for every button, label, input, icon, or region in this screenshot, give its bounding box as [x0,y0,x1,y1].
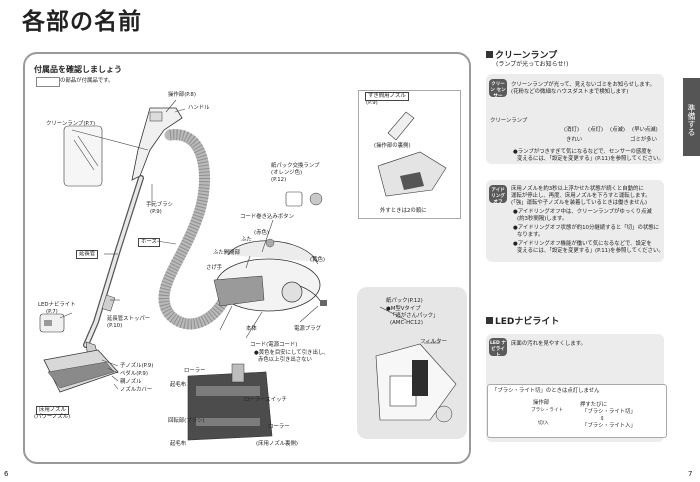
floor-nozzle-label: 床用ノズル [36,406,69,415]
idling-off-badge: アイドリング オフ [489,185,507,205]
switch-col1-sub: ブラシ・ライト [531,408,564,413]
page-number-left: 6 [4,470,9,478]
led-desc: 床面の汚れを見やすくします。 [511,341,586,347]
intake-label-2: 起毛布 [170,441,187,447]
body-label: 本体 [246,326,257,332]
led-navi-ref: (P.7) [46,309,58,315]
switch-col1: 操作部 [533,400,550,406]
yellow-mark-label: (黄色) [310,257,325,263]
cord-note-2: 赤色以上引き出さない [258,357,312,363]
bag-lamp-color: (オレンジ色) [271,170,303,176]
gap-nozzle-label: すき間用ノズル [365,92,409,101]
brush-back-label: (操作部の裏側) [374,143,411,149]
roller-label-2: ローラー [268,424,290,430]
idling-box [486,180,664,262]
lid-button-label: ふた開閉部 [213,250,240,256]
clean-lamp-box [486,74,664,164]
power-nozzle-label: (パワーノズル) [34,414,71,420]
state-fast-blink: (早い点滅) [632,127,658,133]
brush-light-button[interactable]: 切/入 [538,421,549,426]
grip-label: さげ手 [206,265,223,271]
clean-note-1: ●ランプがつきすぎて気になるなどで、センサーの感度を [513,149,652,155]
gap-nozzle-ref: (P.9) [366,100,378,106]
filter-label: フィルター [420,339,447,345]
bag-model: (AMC-HC12) [390,320,423,326]
led-navi-label: LEDナビライト [38,302,76,308]
idling-desc-1: 床用ノズルを約3秒以上浮かせた状態が続くと自動的に [511,186,644,192]
legend-swatch [36,77,60,87]
led-navi-badge: LED ナビライト [489,338,507,358]
clean-lamp-sub: (ランプが光ってお知らせ!) [496,61,569,68]
page-number-right: 7 [688,470,693,478]
clean-note-2: 変えるには、「設定を変更する」(P.11)を参照してください。 [517,156,664,162]
bag-label: 紙パック(P.12) [386,298,423,304]
led-navi-heading: LEDナビライト [486,317,559,328]
idling-bullet-2b: なります。 [517,232,544,238]
nozzle-back-label: (床用ノズル裏側) [256,441,298,447]
idling-bullet-3a: ●アイドリングオフ機能が働いて気になるなどで、設定を [513,241,652,247]
switch-toggle-arrow: ⇕ [600,416,605,422]
bag-name: 「逃がさんパック」 [390,313,439,319]
pedal-label: ペダル(P.9) [120,371,148,377]
idling-desc-3: (「強」運転や子ノズルを装着しているときは働きません) [511,200,647,206]
idling-bullet-2a: ●アイドリングオフ状態が約10分継続すると「切」の状態に [513,225,660,231]
switch-state-off: 「ブラシ・ライト切」 [582,409,636,415]
nozzle-cover-label: ノズルカバー [120,387,153,393]
idling-bullet-1a: ●アイドリングオフ中は、クリーンランプが゙ゆっくり点滅 [513,209,652,215]
ext-stopper-label: 延長管ストッパー [107,316,151,322]
switch-col2: 押すたびに [580,402,607,408]
extension-label: 延長管 [76,250,99,259]
brush-light-switch-box [487,384,667,438]
state-blink: (点滅) [610,127,625,133]
clean-desc-2: (花粉などの微細なハウスダストまで検知します) [511,89,629,95]
parts-panel [23,52,471,464]
ext-stopper-ref: (P.10) [107,323,123,329]
bag-lamp-ref: (P.12) [271,177,287,183]
cord-button-label: コード巻き込みボタン [240,214,294,220]
clean-sensor-badge: クリーン センサー [489,79,507,99]
roller-label-1: ローラー [184,368,206,374]
hose-label: ホース [138,238,160,247]
red-mark-label: (赤色) [254,230,269,236]
remove-note: 外すときは2の順に [380,208,427,214]
clean-label: きれい [566,137,583,143]
bag-lamp-label: 紙パック交換ランプ [271,163,320,169]
roller-switch-label: ローラースイッチ [244,397,287,403]
cord-label: コード(電源コード) [250,342,298,348]
switch-state-on: 「ブラシ・ライト入」 [582,423,636,429]
hand-brush-label: 手元ブラシ [146,202,173,208]
lid-label: ふた [241,237,252,243]
clean-lamp-heading: クリーンランプ [486,51,557,62]
brush-detail-box [358,90,461,219]
bag-type: ●M型Vタイプ [386,306,421,312]
dirty-label: ゴミが多い [630,137,657,143]
parent-nozzle-label: 親ノズル [120,379,142,385]
cord-note-1: ●黄色を目安にして引き出し、 [254,350,329,356]
state-off: (消灯) [564,127,579,133]
side-tab[interactable]: 準備する [683,78,700,156]
idling-desc-2: 運転が停止し、再度、床用ノズルを下ろすと運転します。 [511,193,651,199]
plug-label: 電源プラグ [294,326,321,332]
clean-lamp-label: クリーンランプ(P.7) [46,121,96,127]
clean-lamp-figure-label: クリーンランプ [490,118,528,124]
hand-brush-ref: (P.9) [150,209,162,215]
idling-bullet-1b: (約3秒間隔)します。 [517,216,568,222]
switch-title: 「ブラシ・ライト切」のときは点灯しません [492,388,600,394]
brush-roll-label: 回転部(ブラシ) [168,418,205,424]
legend-text: の部品が付属品です。 [60,78,114,84]
idling-bullet-3b: 変えるには、「設定を変更する」(P.11)を参照してください。 [517,248,664,254]
control-label: 操作部(P.8) [168,92,196,98]
state-on: (点灯) [588,127,603,133]
page-title: 各部の名前 [22,9,142,35]
child-nozzle-label: 子ノズル(P.9) [120,363,154,369]
clean-desc-1: クリーンランプが光って、見えないゴミをお知らせします。 [511,82,655,88]
accessory-heading: 付属品を確認しましょう [34,65,122,74]
handle-label: ハンドル [188,105,210,111]
intake-label-1: 起毛布 [170,382,187,388]
